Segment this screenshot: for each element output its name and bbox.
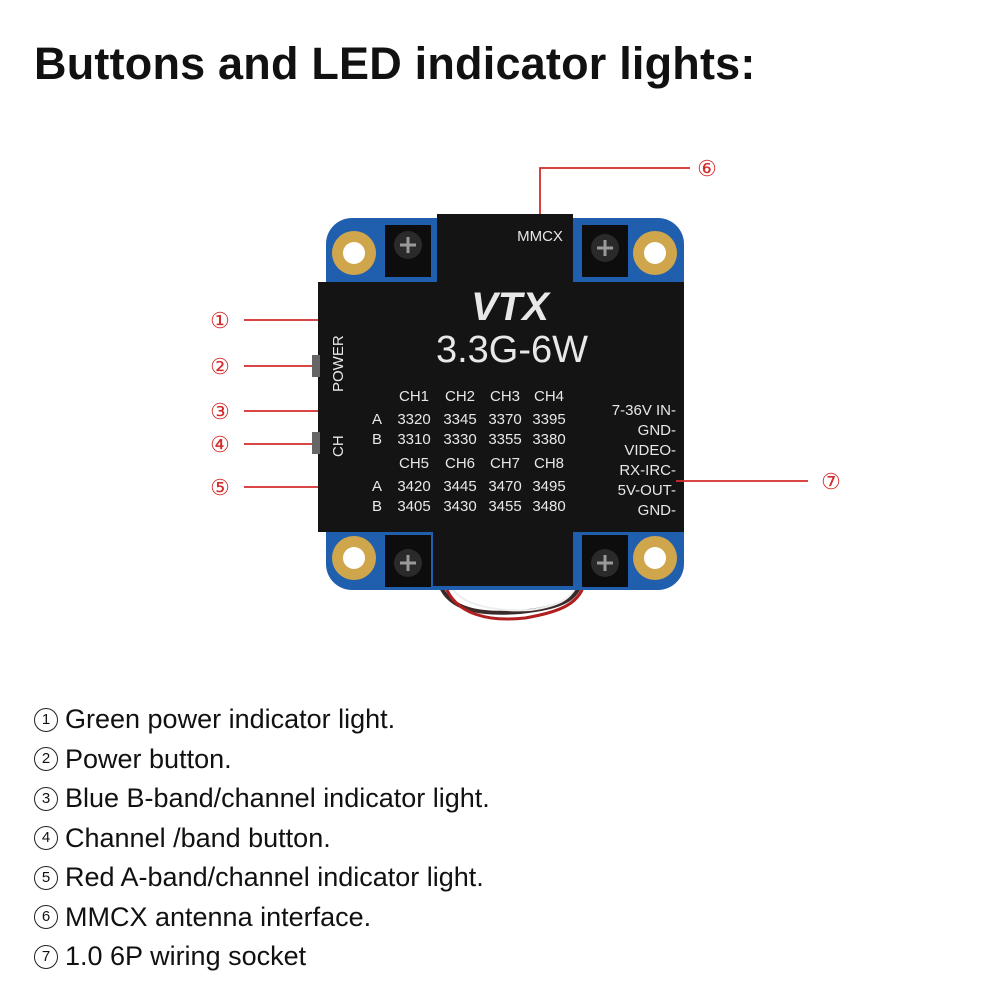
power-side-label: POWER [330,335,347,392]
frequency-cell: 3480 [532,498,565,515]
ch-side-label: CH [330,435,347,457]
description-item: 5 Red A-band/channel indicator light. [34,858,490,898]
screws [385,225,628,587]
brand-label: VTX [471,285,551,329]
callout-2: ② [210,354,230,379]
callout-markers: ① ② ③ ④ ⑤ ⑥ ⑦ [210,156,841,500]
pin-label: VIDEO- [624,442,676,459]
frequency-cell: 3430 [443,498,476,515]
channel-header: CH1 [399,388,429,405]
description-item: 3 Blue B-band/channel indicator light. [34,779,490,819]
callout-7: ⑦ [821,469,841,494]
channel-header: CH2 [445,388,475,405]
frequency-cell: 3405 [397,498,430,515]
description-number: 6 [34,905,58,930]
callout-1: ① [210,308,230,333]
description-item: 2 Power button. [34,740,490,780]
pin-label: 5V-OUT- [618,482,676,499]
pin-label: 7-36V IN- [612,402,676,419]
callout-3: ③ [210,399,230,424]
pin-label: RX-IRC- [619,462,676,479]
description-number: 1 [34,707,58,732]
frequency-cell: 3310 [397,431,430,448]
channel-header: CH4 [534,388,564,405]
description-number: 3 [34,786,58,811]
frequency-cell: 3370 [488,411,521,428]
channel-header: CH3 [490,388,520,405]
power-button[interactable] [312,355,320,377]
description-text: Red A-band/channel indicator light. [65,862,484,893]
description-item: 6 MMCX antenna interface. [34,898,490,938]
callout-6: ⑥ [697,156,717,181]
pin-label: GND- [638,502,676,519]
callout-5: ⑤ [210,475,230,500]
channel-header: CH6 [445,455,475,472]
frequency-cell: 3455 [488,498,521,515]
description-item: 4 Channel /band button. [34,819,490,859]
pin-label: GND- [638,422,676,439]
channel-button[interactable] [312,432,320,454]
frequency-cell: 3380 [532,431,565,448]
frequency-cell: 3445 [443,478,476,495]
band-label: B [372,498,382,515]
pin-labels: 7-36V IN- GND- VIDEO- RX-IRC- 5V-OUT- GND- [612,402,676,519]
frequency-cell: 3330 [443,431,476,448]
description-number: 7 [34,944,58,969]
description-list: 1 Green power indicator light. 2 Power but… [34,700,490,977]
description-item: 7 1.0 6P wiring socket [34,937,490,977]
description-number: 2 [34,747,58,772]
shield-cover [318,214,684,586]
channel-header: CH8 [534,455,564,472]
page-title: Buttons and LED indicator lights: [34,38,756,89]
description-item: 1 Green power indicator light. [34,700,490,740]
frequency-cell: 3470 [488,478,521,495]
description-text: Green power indicator light. [65,704,396,735]
description-text: 1.0 6P wiring socket [65,941,307,972]
band-label: A [372,411,382,428]
channel-header: CH7 [490,455,520,472]
description-number: 5 [34,865,58,890]
mounting-holes [332,231,677,580]
frequency-cell: 3345 [443,411,476,428]
description-text: MMCX antenna interface. [65,901,372,932]
frequency-cell: 3395 [532,411,565,428]
band-label: B [372,431,382,448]
frequency-cell: 3420 [397,478,430,495]
description-text: Power button. [65,743,232,774]
band-label: A [372,478,382,495]
description-number: 4 [34,826,58,851]
channel-header: CH5 [399,455,429,472]
mmcx-label: MMCX [517,228,563,245]
model-label: 3.3G-6W [436,329,588,371]
frequency-cell: 3495 [532,478,565,495]
description-text: Blue B-band/channel indicator light. [65,783,490,814]
callout-4: ④ [210,432,230,457]
callout-lines [244,167,808,488]
wire-harness [438,584,586,621]
frequency-cell: 3355 [488,431,521,448]
frequency-cell: 3320 [397,411,430,428]
description-text: Channel /band button. [65,822,331,853]
